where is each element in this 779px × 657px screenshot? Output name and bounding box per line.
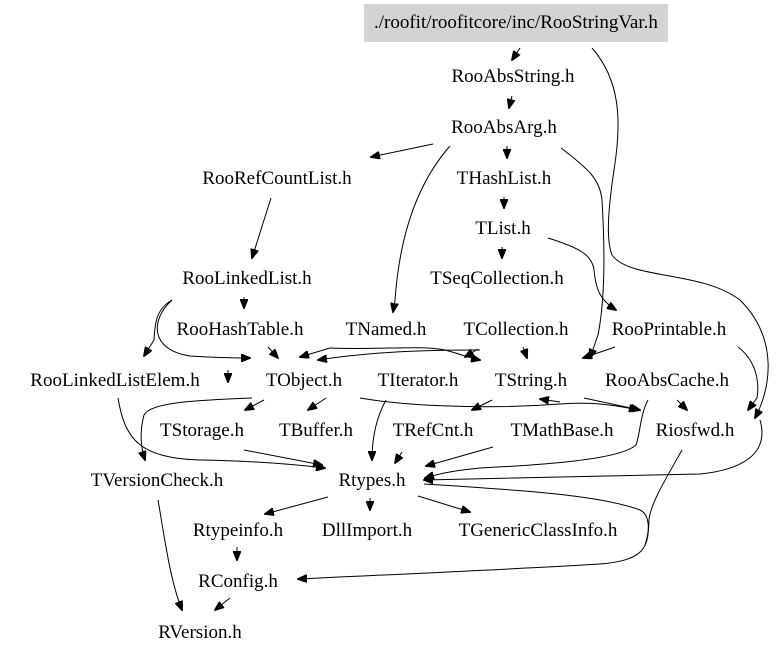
edge-roolinkedlist-roolinkedlistelem (144, 299, 173, 356)
node-tbuffer[interactable]: TBuffer.h (278, 420, 354, 441)
edge-tmathbase-rtypes (426, 446, 494, 466)
node-tnamed[interactable]: TNamed.h (345, 319, 427, 340)
node-tversioncheck[interactable]: TVersionCheck.h (90, 470, 224, 491)
edge-roolinkedlistelem-rtypes (117, 397, 325, 468)
edge-rooabsarg-roorefcountlist (371, 143, 434, 157)
edge-rtypes-right-curve-2 (423, 483, 649, 546)
node-riosfwd[interactable]: Riosfwd.h (655, 420, 735, 441)
node-rooabscache[interactable]: RooAbsCache.h (604, 370, 730, 391)
node-rtypes[interactable]: Rtypes.h (338, 470, 406, 491)
edge-rooabsstring-rooabsarg (509, 95, 512, 108)
edge-rooabsarg-tstring (560, 147, 605, 358)
node-dllimport[interactable]: DllImport.h (321, 520, 413, 541)
node-tmathbase[interactable]: TMathBase.h (510, 420, 614, 441)
edge-rooprintable-tstring (583, 346, 616, 358)
node-tseqcollection[interactable]: TSeqCollection.h (430, 268, 564, 289)
edge-rtypes-rtypeinfo (265, 496, 329, 514)
node-rtypeinfo[interactable]: Rtypeinfo.h (192, 520, 284, 541)
node-rooprintable[interactable]: RooPrintable.h (611, 319, 727, 340)
edge-rooprintable-riosfwd (737, 346, 759, 410)
edge-tcollection-tobject (318, 349, 481, 360)
edge-root-rooabsstring (512, 47, 521, 60)
edge-tobject-tversioncheck (141, 397, 253, 460)
edge-tstring-tmathbase (540, 399, 561, 402)
edge-tstring-trefcnt (472, 399, 493, 410)
edge-tobject-tbuffer (308, 397, 327, 410)
edge-roohashtable-tobject (267, 346, 278, 358)
node-trefcnt[interactable]: TRefCnt.h (392, 420, 474, 441)
node-rconfig[interactable]: RConfig.h (198, 571, 278, 592)
edge-tbuffer-rtypes (395, 451, 402, 463)
edge-rooabscache-riosfwd (676, 399, 687, 410)
edge-rtypes-tgenericclassinfo (417, 495, 470, 512)
edge-tstring-riosfwd (583, 397, 640, 410)
edge-tcollection-tstring (523, 346, 527, 358)
edge-rooabscache-rtypes (425, 399, 649, 478)
edge-rconfig-rversion (215, 597, 231, 610)
node-thashlist[interactable]: THashList.h (456, 168, 552, 189)
node-tstring[interactable]: TString.h (494, 370, 568, 391)
node-tobject[interactable]: TObject.h (265, 370, 343, 391)
edge-tcollection-titerator (465, 348, 479, 357)
edge-tnamed-tobject (300, 347, 331, 357)
node-roohashtable[interactable]: RooHashTable.h (176, 319, 304, 340)
node-roolinkedlistelem[interactable]: RooLinkedListElem.h (30, 370, 200, 391)
edge-titerator-rtypes (372, 399, 387, 460)
edge-tobject-riosfwd (359, 397, 638, 410)
edge-roolinkedlist-tobject (156, 299, 250, 358)
node-tgenericclassinfo[interactable]: TGenericClassInfo.h (458, 520, 618, 541)
edge-roorefcountlist-roolinkedlist (252, 197, 272, 258)
edge-tlist-rooprintable (547, 237, 616, 310)
node-roolinkedlist[interactable]: RooLinkedList.h (182, 268, 312, 289)
node-tlist[interactable]: TList.h (475, 218, 531, 239)
node-titerator[interactable]: TIterator.h (377, 370, 459, 391)
edge-rooabsarg-tnamed (393, 145, 451, 312)
node-tstorage[interactable]: TStorage.h (160, 420, 244, 441)
node-rooabsarg[interactable]: RooAbsArg.h (451, 117, 557, 138)
edge-riosfwd-rconfig (298, 449, 683, 579)
edge-tnamed-tstring (329, 347, 480, 360)
edge-tobject-tstorage (245, 399, 265, 410)
edge-root-riosfwd (591, 47, 769, 418)
edge-tversioncheck-rversion (157, 499, 182, 610)
node-tcollection[interactable]: TCollection.h (463, 319, 569, 340)
node-rversion[interactable]: RVersion.h (158, 622, 242, 643)
node-roorefcountlist[interactable]: RooRefCountList.h (202, 168, 352, 189)
node-root[interactable]: ./roofit/roofitcore/inc/RooStringVar.h (364, 4, 668, 42)
node-rooabsstring[interactable]: RooAbsString.h (451, 66, 575, 87)
edge-tstorage-rtypes (243, 449, 322, 465)
edge-rtypes-right-curve (424, 419, 763, 480)
